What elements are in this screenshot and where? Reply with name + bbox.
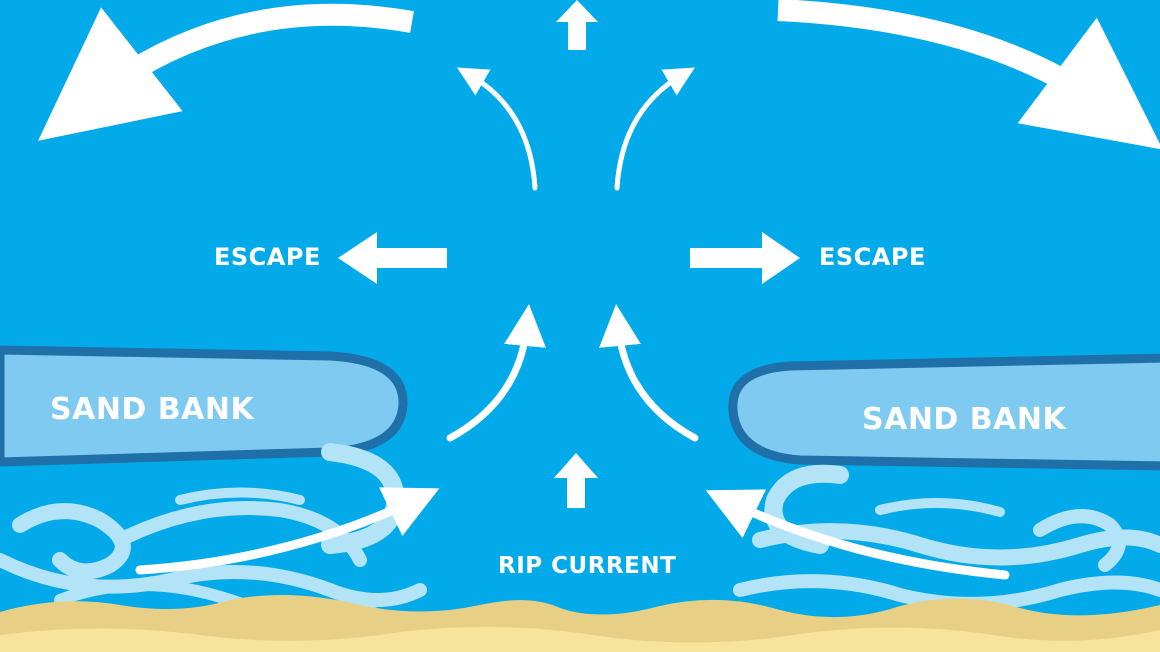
arrow-icon (690, 232, 800, 284)
sand-bank-right (728, 353, 1160, 471)
escape-label-left: ESCAPE (214, 243, 321, 271)
arrow-icon (446, 304, 699, 442)
escape-label-right: ESCAPE (819, 243, 926, 271)
beach-sand-highlight (0, 626, 1160, 652)
arrow-icon (457, 67, 695, 191)
arrow-icon (556, 0, 598, 50)
arrow-icon (38, 0, 1160, 150)
arrow-icon (135, 487, 1010, 580)
arrow-icon (554, 453, 598, 508)
arrow-icon (338, 232, 447, 284)
sand-bank-label-left: SAND BANK (50, 392, 255, 427)
rip-current-label: RIP CURRENT (498, 553, 677, 579)
sand-bank-label-right: SAND BANK (862, 402, 1067, 437)
